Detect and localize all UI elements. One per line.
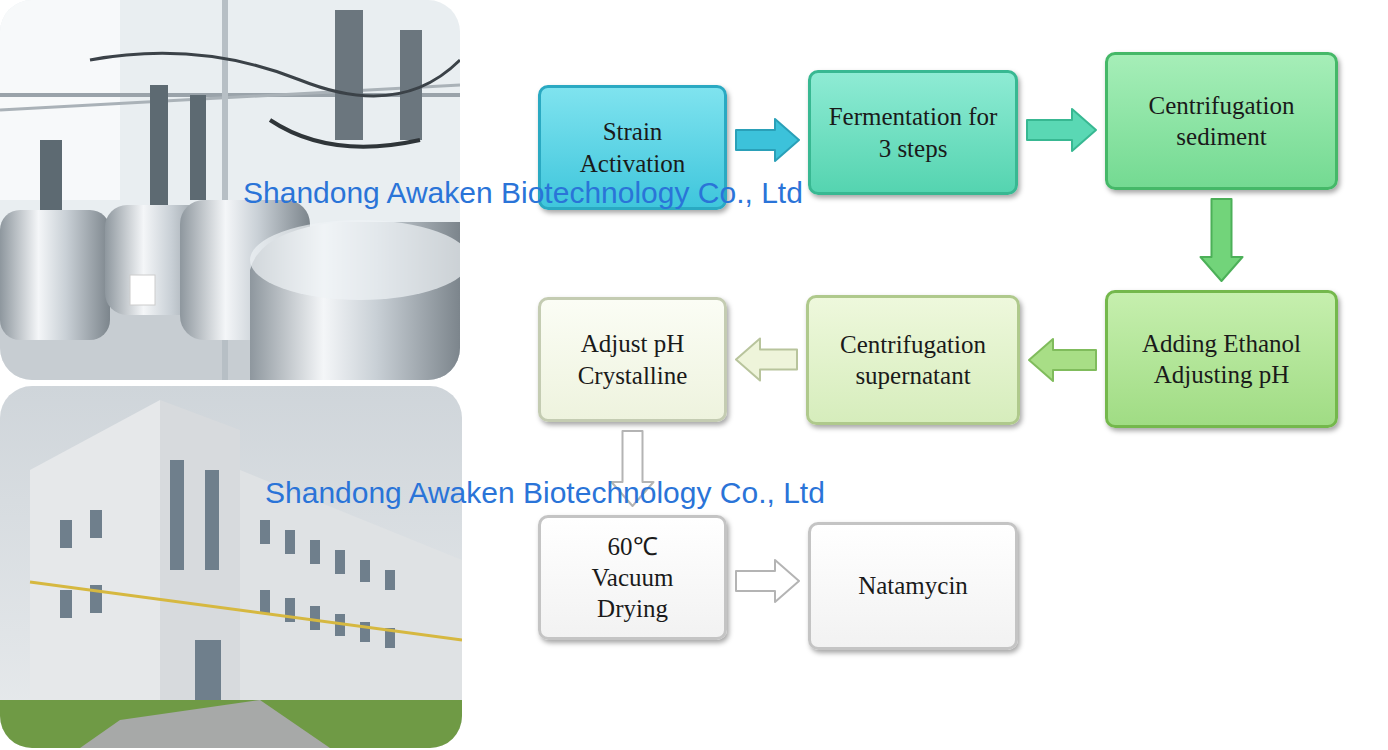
box-label: Adding Ethanol Adjusting pH xyxy=(1119,328,1324,391)
box-label: Adjust pH Crystalline xyxy=(568,328,698,391)
process-box: Adjust pH Crystalline xyxy=(538,297,727,422)
process-box: Fermentation for 3 steps xyxy=(808,70,1018,195)
box-label: 60℃ Vacuum Drying xyxy=(585,531,680,625)
process-box: 60℃ Vacuum Drying xyxy=(538,515,727,640)
box-label: Natamycin xyxy=(858,570,968,601)
box-label: Centrifugation sediment xyxy=(1119,90,1324,153)
process-box: Centrifugation supernatant xyxy=(806,295,1020,425)
box-label: Centrifugation supernatant xyxy=(818,329,1008,392)
process-box: Natamycin xyxy=(808,522,1018,650)
watermark: Shandong Awaken Biotechnology Co., Ltd xyxy=(243,176,803,210)
box-label: Strain Activation xyxy=(568,116,698,179)
watermark: Shandong Awaken Biotechnology Co., Ltd xyxy=(265,476,825,510)
block-arrow xyxy=(1201,199,1243,281)
factory-building xyxy=(0,386,462,748)
block-arrow xyxy=(1029,339,1096,381)
block-arrow xyxy=(736,560,799,602)
block-arrow xyxy=(736,339,797,381)
process-box: Adding Ethanol Adjusting pH xyxy=(1105,290,1338,428)
block-arrow xyxy=(736,119,799,161)
box-label: Fermentation for 3 steps xyxy=(828,101,998,164)
process-box: Centrifugation sediment xyxy=(1105,52,1338,190)
block-arrow xyxy=(1027,109,1096,151)
